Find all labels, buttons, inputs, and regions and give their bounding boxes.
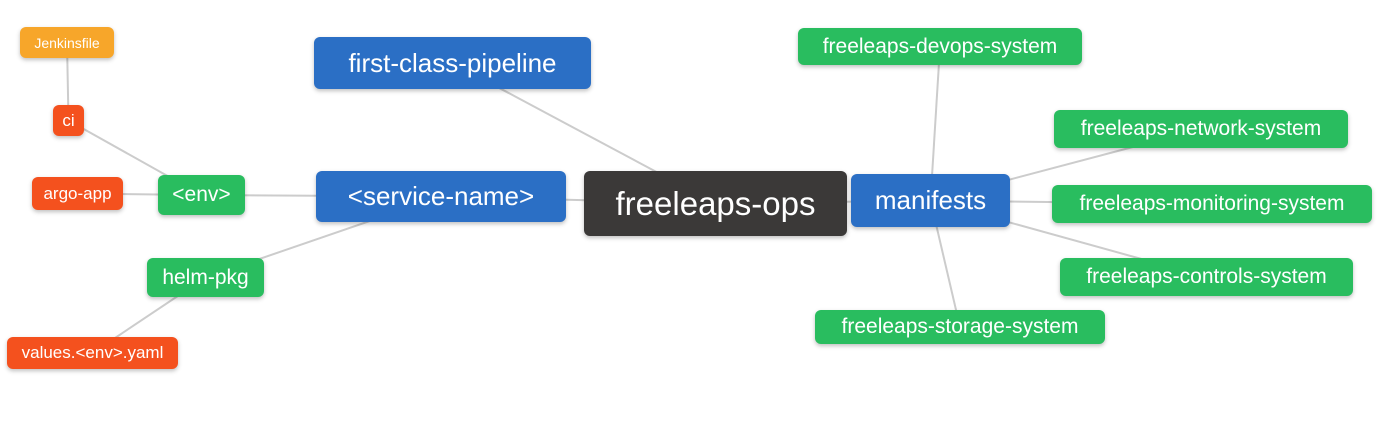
node-freeleaps-monitoring-system[interactable]: freeleaps-monitoring-system xyxy=(1052,185,1372,223)
node-values-env-yaml[interactable]: values.<env>.yaml xyxy=(7,337,178,369)
node-jenkinsfile[interactable]: Jenkinsfile xyxy=(20,27,114,58)
node-freeleaps-ops[interactable]: freeleaps-ops xyxy=(584,171,847,236)
node-first-class-pipeline[interactable]: first-class-pipeline xyxy=(314,37,591,89)
node-argo-app[interactable]: argo-app xyxy=(32,177,123,210)
node-freeleaps-network-system[interactable]: freeleaps-network-system xyxy=(1054,110,1348,148)
node-freeleaps-controls-system[interactable]: freeleaps-controls-system xyxy=(1060,258,1353,296)
node-service-name[interactable]: <service-name> xyxy=(316,171,566,222)
node-manifests[interactable]: manifests xyxy=(851,174,1010,227)
node-ci[interactable]: ci xyxy=(53,105,84,136)
node-freeleaps-devops-system[interactable]: freeleaps-devops-system xyxy=(798,28,1082,65)
node-env[interactable]: <env> xyxy=(158,175,245,215)
node-helm-pkg[interactable]: helm-pkg xyxy=(147,258,264,297)
node-freeleaps-storage-system[interactable]: freeleaps-storage-system xyxy=(815,310,1105,344)
